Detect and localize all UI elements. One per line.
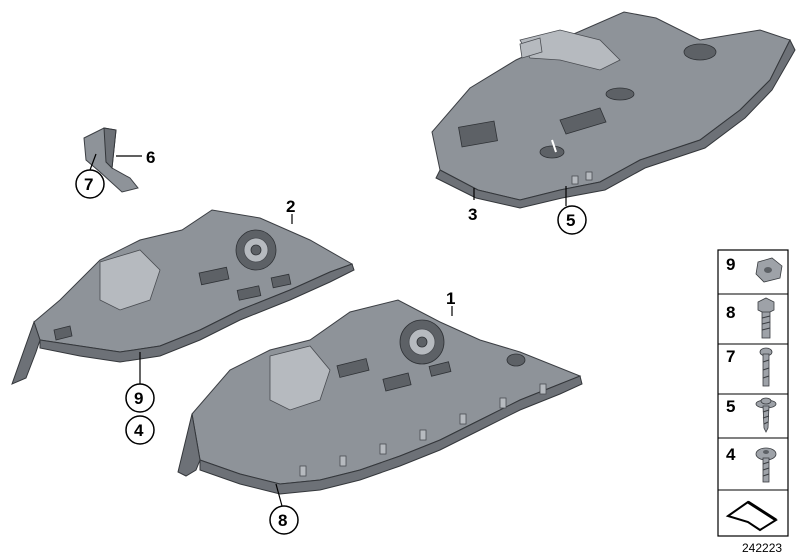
part-2-trim-panel: [11, 209, 355, 385]
screw-long-icon: [759, 347, 773, 387]
circled-callout-5: 5: [557, 205, 587, 235]
callout-1: 1: [446, 289, 455, 308]
part-3-trim-panel: [431, 11, 796, 209]
legend-label-4: 4: [726, 445, 736, 464]
part-1-trim-panel: [177, 299, 583, 495]
drawing-number: 242223: [742, 541, 782, 555]
leader-lines: [89, 153, 567, 507]
callout-2: 2: [286, 197, 295, 216]
part-6-bracket: [83, 127, 139, 193]
hex-bolt-icon: [757, 297, 775, 339]
legend-label-7: 7: [726, 347, 735, 366]
legend-label-5: 5: [726, 397, 735, 416]
torx-screw-icon: [755, 447, 777, 483]
svg-text:9: 9: [134, 389, 143, 408]
arrow-symbol-icon: [725, 500, 778, 532]
part-1-clips: [299, 383, 547, 477]
callout-3: 3: [468, 205, 477, 224]
circled-callout-8: 8: [269, 505, 299, 535]
svg-text:5: 5: [566, 211, 575, 230]
part-3-clips: [571, 171, 593, 185]
circled-callout-4: 4: [125, 415, 155, 445]
self-tapping-screw-washer-icon: [755, 397, 777, 433]
svg-text:8: 8: [278, 511, 287, 530]
svg-text:4: 4: [134, 421, 144, 440]
hardware-legend: 9 8 7 5 4: [717, 249, 789, 537]
legend-label-9: 9: [726, 255, 735, 274]
clip-nut-icon: [755, 257, 783, 283]
circled-callout-7: 7: [75, 169, 105, 199]
callout-6: 6: [146, 148, 155, 167]
circled-callout-9: 9: [125, 383, 155, 413]
svg-text:7: 7: [84, 175, 93, 194]
legend-label-8: 8: [726, 303, 735, 322]
